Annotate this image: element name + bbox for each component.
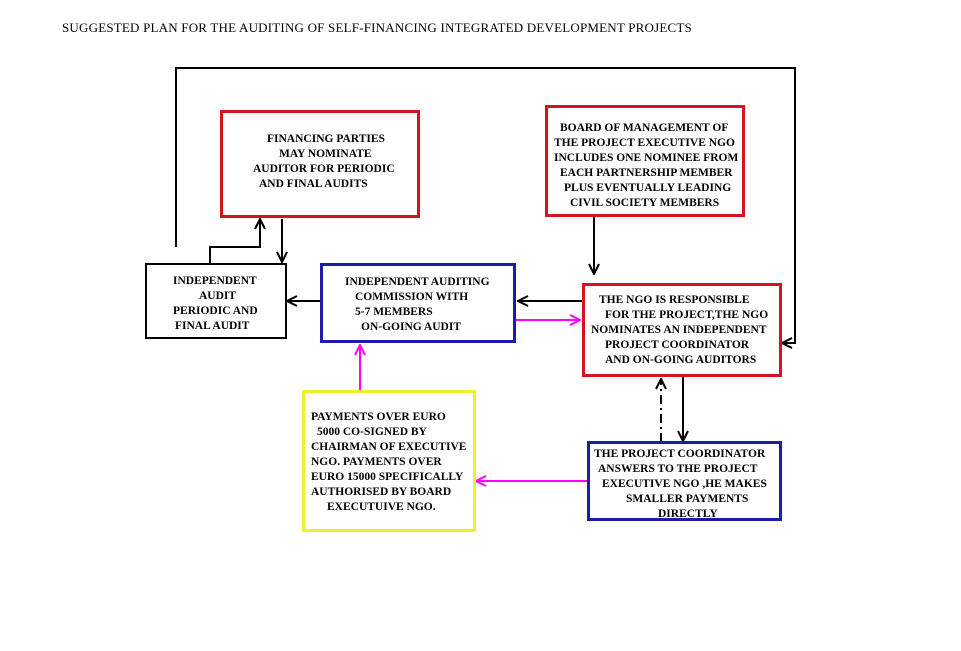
- box-line: SMALLER PAYMENTS: [626, 493, 749, 505]
- box-line: AUTHORISED BY BOARD: [311, 486, 452, 498]
- box-line: FOR THE PROJECT,THE NGO: [605, 309, 769, 321]
- box-line: NOMINATES AN INDEPENDENT: [591, 324, 767, 336]
- box-line: THE PROJECT COORDINATOR: [594, 448, 766, 460]
- box-line: MAY NOMINATE: [279, 148, 372, 160]
- box-line: INDEPENDENT AUDITING: [345, 276, 490, 288]
- box-line: THE PROJECT EXECUTIVE NGO: [554, 137, 735, 149]
- box-line: 5000 CO-SIGNED BY: [317, 426, 427, 438]
- box-line: NGO. PAYMENTS OVER: [311, 456, 442, 468]
- box-line: FINANCING PARTIES: [267, 133, 385, 145]
- box-line: AND FINAL AUDITS: [259, 178, 368, 190]
- box-line: FINAL AUDIT: [175, 320, 250, 332]
- board-of-management-box: BOARD OF MANAGEMENT OF THE PROJECT EXECU…: [545, 105, 745, 217]
- payments-box: PAYMENTS OVER EURO 5000 CO-SIGNED BY CHA…: [302, 390, 476, 532]
- box-line: CIVIL SOCIETY MEMBERS: [570, 197, 720, 209]
- box-line: 5-7 MEMBERS: [355, 306, 433, 318]
- box-line: EACH PARTNERSHIP MEMBER: [560, 167, 733, 179]
- box-line: EXECUTIVE NGO ,HE MAKES: [602, 478, 767, 490]
- box-line: THE NGO IS RESPONSIBLE: [599, 294, 750, 306]
- box-line: COMMISSION WITH: [355, 291, 469, 303]
- box-line: ON-GOING AUDIT: [361, 321, 461, 333]
- loop-audit-to-ngo-arrow: [175, 67, 796, 343]
- box-line: INDEPENDENT: [173, 275, 257, 287]
- box-line: AUDIT: [199, 290, 237, 302]
- box-line: AND ON-GOING AUDITORS: [605, 354, 757, 366]
- audit-to-financing-arrow: [209, 219, 260, 264]
- box-line: EURO 15000 SPECIFICALLY: [311, 471, 464, 483]
- box-line: ANSWERS TO THE PROJECT: [598, 463, 758, 475]
- financing-parties-box: FINANCING PARTIES MAY NOMINATE AUDITOR F…: [220, 110, 420, 218]
- box-line: EXECUTUIVE NGO.: [327, 501, 436, 513]
- diagram-title: SUGGESTED PLAN FOR THE AUDITING OF SELF-…: [62, 20, 692, 35]
- box-line: PERIODIC AND: [173, 305, 258, 317]
- box-line: CHAIRMAN OF EXECUTIVE: [311, 441, 467, 453]
- box-line: AUDITOR FOR PERIODIC: [253, 163, 395, 175]
- project-executive-ngo-box: THE NGO IS RESPONSIBLE FOR THE PROJECT,T…: [582, 283, 782, 377]
- box-line: INCLUDES ONE NOMINEE FROM: [554, 152, 739, 164]
- box-line: BOARD OF MANAGEMENT OF: [560, 122, 729, 134]
- independent-audit-box: INDEPENDENT AUDIT PERIODIC AND FINAL AUD…: [145, 263, 287, 339]
- box-line: PLUS EVENTUALLY LEADING: [564, 182, 732, 194]
- box-line: PROJECT COORDINATOR: [605, 339, 750, 351]
- project-coordinator-box: THE PROJECT COORDINATOR ANSWERS TO THE P…: [587, 441, 782, 521]
- box-line: PAYMENTS OVER EURO: [311, 411, 446, 423]
- auditing-commission-box: INDEPENDENT AUDITING COMMISSION WITH 5-7…: [320, 263, 516, 343]
- box-line: DIRECTLY: [658, 508, 718, 520]
